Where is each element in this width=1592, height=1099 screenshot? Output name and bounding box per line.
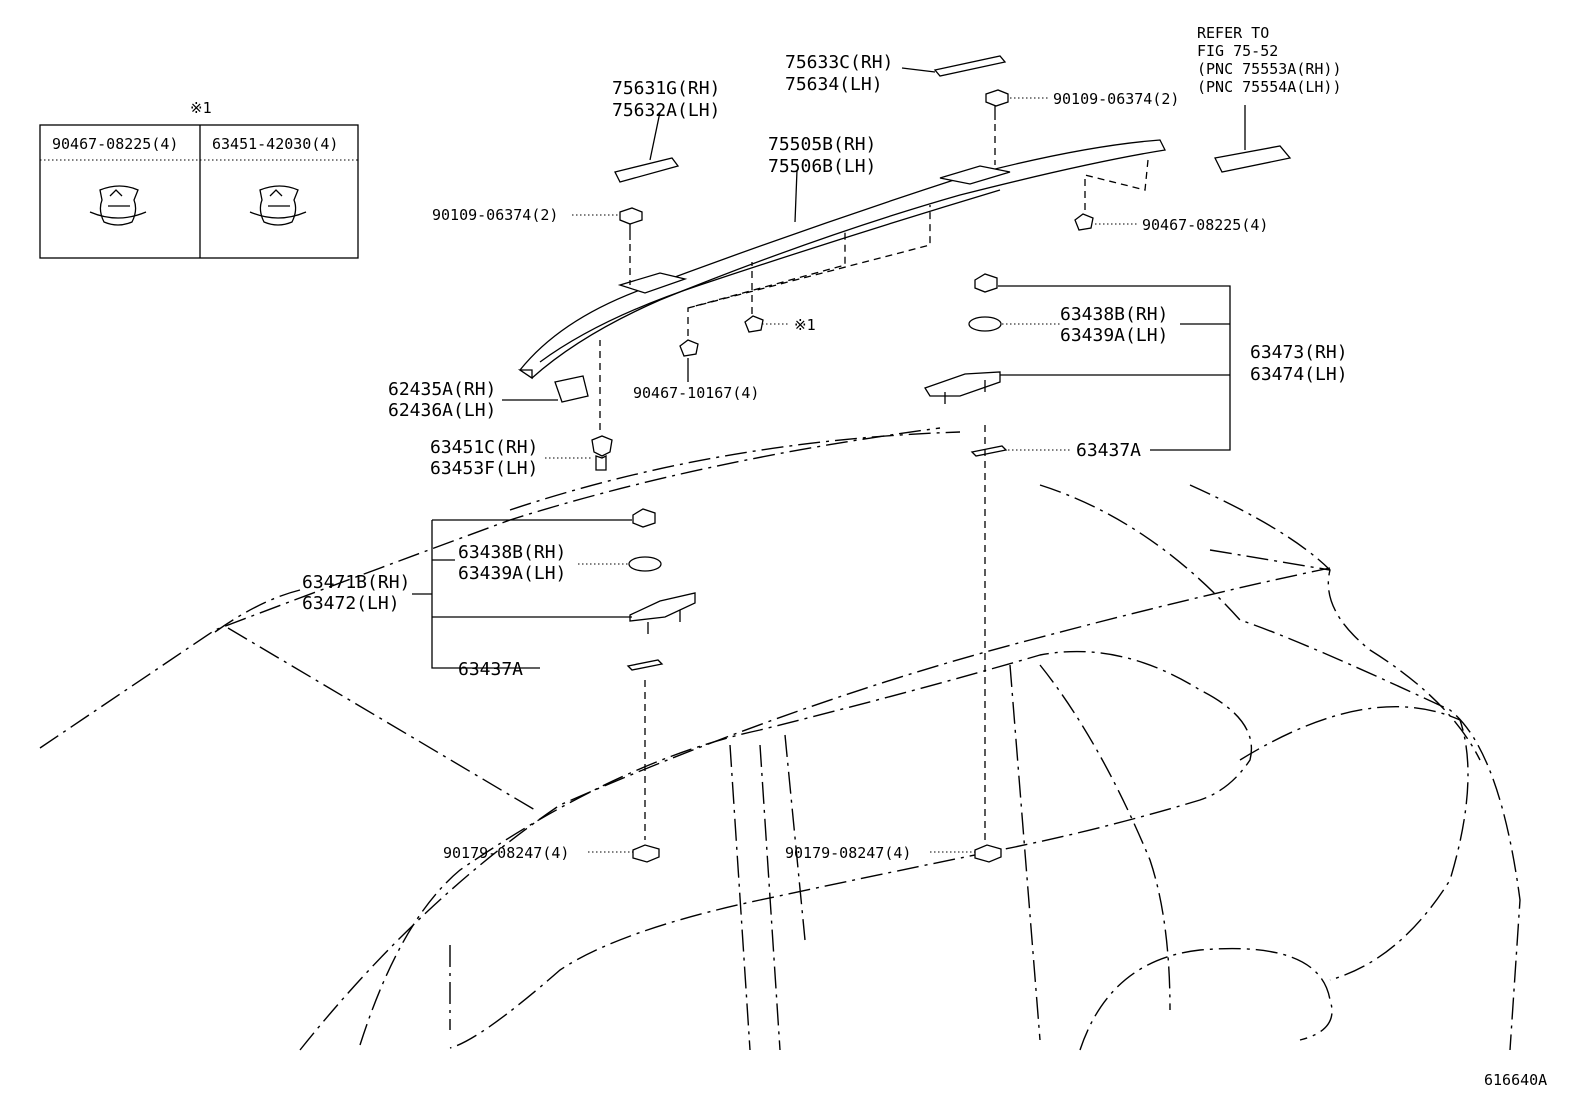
rail-end-cover	[1214, 105, 1292, 173]
vehicle-body-outline	[39, 427, 1521, 1051]
inset-col2-part: 63451-42030(4)	[212, 135, 338, 153]
label-refer-2: FIG 75-52	[1197, 42, 1278, 60]
clip-icon	[679, 205, 931, 382]
label-63438b-left: 63438B(RH)	[458, 542, 566, 563]
inset-note-mark: ※1	[190, 99, 212, 117]
label-refer-1: REFER TO	[1197, 24, 1269, 42]
label-63439a-left: 63439A(LH)	[458, 563, 566, 584]
label-63471b: 63471B(RH)	[302, 572, 410, 593]
label-refer-3: (PNC 75553A(RH))	[1197, 60, 1342, 78]
figure-id: 616640A	[1484, 1071, 1547, 1089]
label-75631g: 75631G(RH)	[612, 78, 720, 99]
support-assembly-right	[924, 273, 1231, 840]
label-90467-10167: 90467-10167(4)	[633, 384, 759, 402]
label-63453f: 63453F(LH)	[430, 458, 538, 479]
nut-icon	[930, 844, 1002, 863]
label-refer-4: (PNC 75554A(LH))	[1197, 78, 1342, 96]
label-90109-left: 90109-06374(2)	[432, 206, 558, 224]
label-90179-right: 90179-08247(4)	[785, 844, 911, 862]
label-90179-left: 90179-08247(4)	[443, 844, 569, 862]
support-assembly-left	[412, 508, 696, 840]
label-63451c: 63451C(RH)	[430, 437, 538, 458]
label-90109-top: 90109-06374(2)	[1053, 90, 1179, 108]
clip-icon	[89, 185, 147, 226]
clip-icon	[1074, 159, 1149, 231]
bolt-icon	[572, 207, 643, 285]
cover-75633	[901, 55, 1007, 77]
clip-icon	[545, 340, 613, 471]
inset-col1-part: 90467-08225(4)	[52, 135, 178, 153]
clip-icon	[744, 262, 790, 333]
label-62436a: 62436A(LH)	[388, 400, 496, 421]
label-75634: 75634(LH)	[785, 74, 883, 95]
label-90467-08225: 90467-08225(4)	[1142, 216, 1268, 234]
clip-icon	[249, 185, 307, 226]
label-62435a: 62435A(RH)	[388, 379, 496, 400]
label-75632a: 75632A(LH)	[612, 100, 720, 121]
label-75506b: 75506B(LH)	[768, 156, 876, 177]
label-63472: 63472(LH)	[302, 593, 400, 614]
end-cap-62435	[502, 375, 589, 403]
label-63437a-left: 63437A	[458, 659, 523, 680]
label-63473: 63473(RH)	[1250, 342, 1348, 363]
label-63438b-right: 63438B(RH)	[1060, 304, 1168, 325]
label-75505b: 75505B(RH)	[768, 134, 876, 155]
label-note-ref: ※1	[794, 316, 816, 334]
part-labels: 75633C(RH) 75634(LH) 75631G(RH) 75632A(L…	[302, 24, 1547, 1089]
label-63439a-right: 63439A(LH)	[1060, 325, 1168, 346]
label-75633c: 75633C(RH)	[785, 52, 893, 73]
cover-75631	[614, 111, 680, 183]
nut-icon	[588, 844, 660, 863]
inset-table: ※1 90467-08225(4) 63451-42030(4)	[39, 99, 359, 259]
label-63474: 63474(LH)	[1250, 364, 1348, 385]
bolt-icon	[985, 89, 1050, 165]
label-63437a-right: 63437A	[1076, 440, 1141, 461]
roof-rail	[517, 139, 1166, 380]
